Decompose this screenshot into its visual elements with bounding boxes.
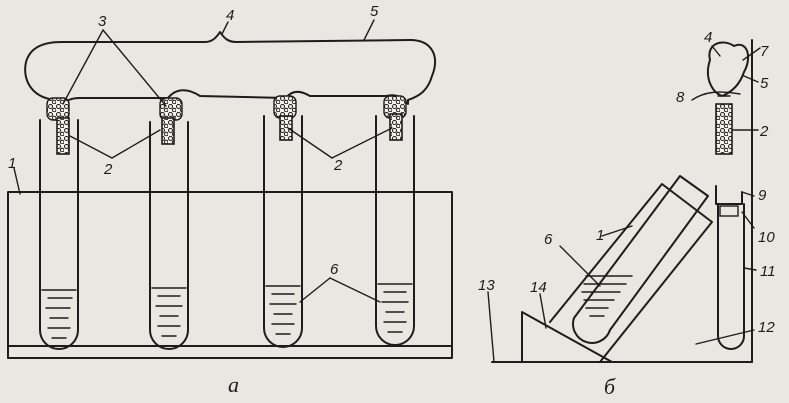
label-1: 1 [8,155,16,172]
label-b-4: 4 [704,29,712,46]
stopper-1 [46,97,70,121]
label-b-2: 2 [759,123,769,140]
leader-lines-a [13,19,393,303]
test-tube-1 [39,119,79,350]
stopper-2 [159,97,183,121]
caption-a: а [228,372,239,397]
label-b-8: 8 [676,89,685,106]
outlet-tube [715,185,743,205]
tilted-liquid [581,275,633,317]
pebble-column [715,103,733,155]
label-b-5: 5 [760,75,769,92]
label-b-6: 6 [544,231,553,248]
tilted-holder [549,183,713,363]
label-4: 4 [226,7,234,24]
label-b-12: 12 [758,319,775,336]
liquid-4 [377,283,413,333]
receiver-tube [717,203,745,350]
label-2-left: 2 [103,161,113,178]
gas-manifold [24,31,437,107]
wedge-support [521,311,613,363]
liquid-2 [151,287,187,337]
label-6: 6 [330,261,339,278]
label-2-right: 2 [333,157,343,174]
caption-b: б [604,374,616,399]
liquid-1 [41,289,77,339]
label-b-7: 7 [760,43,769,60]
label-b-14: 14 [530,279,547,296]
assembly-b: 4 7 5 8 2 9 10 11 12 1 6 13 14 б [478,29,776,399]
inner-tube-1 [56,117,70,155]
liquid-3 [265,285,301,335]
test-tube-3 [263,115,303,348]
clamp [691,91,741,101]
inner-tube-2 [161,117,175,145]
label-b-9: 9 [758,187,767,204]
label-b-10: 10 [758,229,775,246]
inner-tube-3 [279,115,293,141]
label-b-11: 11 [760,263,776,280]
label-b-13: 13 [478,277,495,294]
label-b-1: 1 [596,227,604,244]
inner-tube-4 [389,113,403,141]
water-bath [7,191,453,359]
gas-bulb [706,41,750,97]
label-5: 5 [370,3,379,20]
test-tube-4 [375,115,415,346]
assembly-a: 3 4 5 1 2 2 6 а [7,3,453,397]
stopper-3 [273,95,297,119]
tilted-test-tube [572,175,709,344]
label-3: 3 [98,13,107,30]
leader-lines-b [487,45,759,363]
receiver-stopper [719,205,739,217]
stand-tick [742,47,761,61]
test-tube-2 [149,121,189,350]
